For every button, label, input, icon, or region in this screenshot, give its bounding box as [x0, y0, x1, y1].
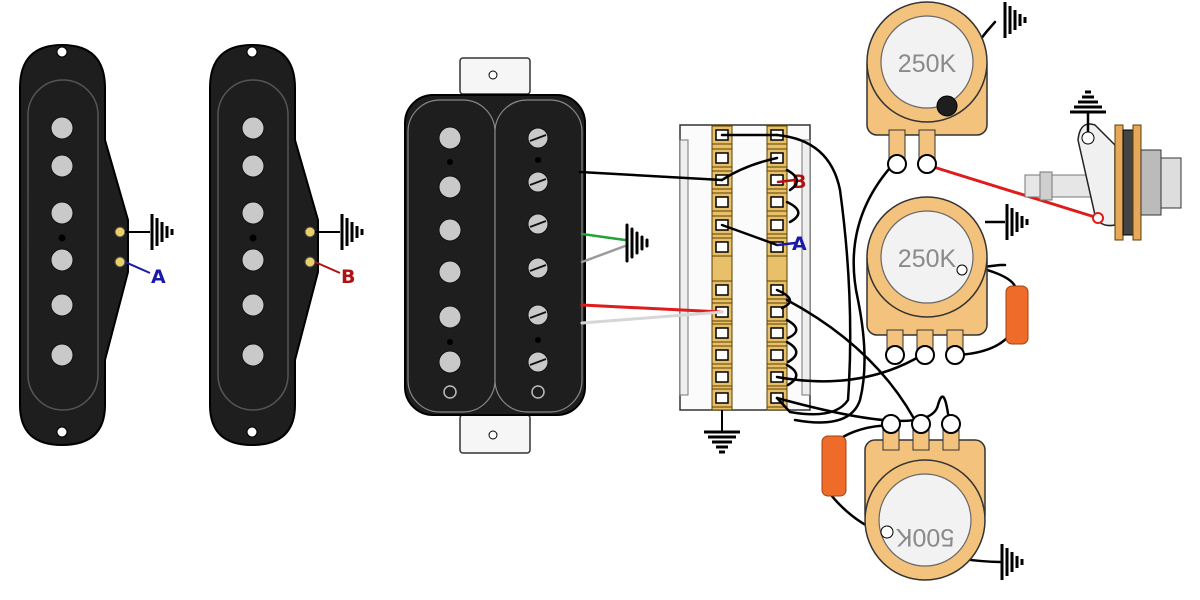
ground-symbol-icon [150, 212, 174, 252]
capacitor [1005, 285, 1029, 345]
ground-symbol-icon [1000, 542, 1024, 582]
middle-single-coil-pickup: B [209, 43, 364, 447]
pot-value-label: 250K [898, 245, 957, 273]
ground-symbol-icon [1003, 0, 1027, 40]
ground-symbol-icon [1068, 90, 1108, 114]
tone-pot-250k: 250K [866, 196, 1029, 365]
pot-value-label: 500K [895, 523, 954, 551]
neck-single-coil-pickup: A [19, 43, 174, 447]
ground-symbol-icon [625, 223, 649, 263]
pickup-tag-b: B [341, 266, 355, 288]
output-jack-icon [1024, 90, 1182, 241]
volume-pot: 250K [866, 0, 1027, 174]
capacitor [821, 435, 847, 497]
pickup-tag-a: A [151, 266, 166, 288]
pot-value-label: 250K [898, 50, 957, 78]
wires [578, 20, 1100, 564]
tone-pot-500k: 500K [821, 414, 1024, 582]
five-way-switch-icon: B A [679, 124, 811, 454]
ground-symbol-icon [340, 212, 364, 252]
ground-symbol-icon [702, 430, 742, 454]
humbucker-pickup [404, 57, 586, 454]
switch-tag-a: A [792, 233, 807, 255]
ground-symbol-icon [1005, 202, 1029, 242]
